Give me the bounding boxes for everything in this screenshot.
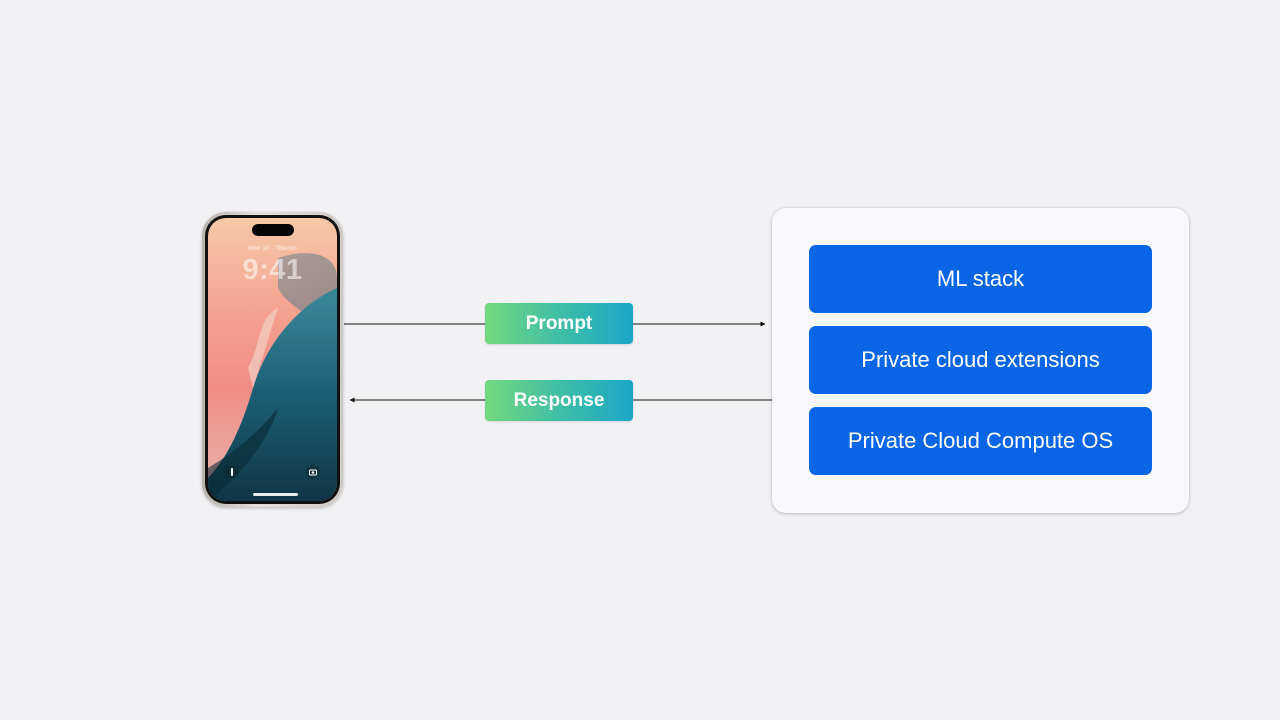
- lock-screen-date: Mon 10 · Tiburon: [248, 246, 297, 252]
- flashlight-icon: [225, 465, 239, 479]
- iphone-device: Mon 10 · Tiburon 9:41: [202, 212, 343, 507]
- prompt-label: Prompt: [485, 303, 633, 344]
- camera-icon: [306, 465, 320, 479]
- private-cloud-compute-os-layer: Private Cloud Compute OS: [809, 407, 1152, 475]
- ml-stack-layer: ML stack: [809, 245, 1152, 313]
- phone-lock-screen: Mon 10 · Tiburon 9:41: [208, 218, 337, 501]
- wallpaper-image: [208, 253, 337, 501]
- private-cloud-extensions-layer: Private cloud extensions: [809, 326, 1152, 394]
- response-label: Response: [485, 380, 633, 421]
- phone-bezel: Mon 10 · Tiburon 9:41: [205, 215, 340, 504]
- dynamic-island: [252, 224, 294, 236]
- home-indicator: [253, 493, 298, 496]
- lock-screen-time: 9:41: [242, 254, 303, 286]
- private-cloud-compute-node: ML stack Private cloud extensions Privat…: [772, 208, 1189, 513]
